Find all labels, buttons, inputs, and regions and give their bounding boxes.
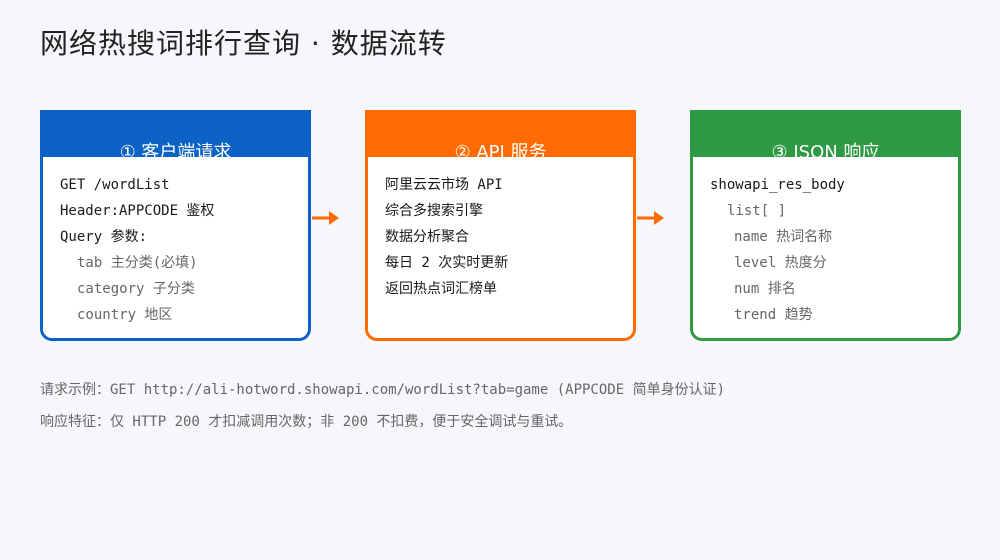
- api-service-card: ② API 服务 阿里云云市场 API 综合多搜索引擎 数据分析聚合 每日 2 …: [365, 110, 636, 341]
- json-response-card: ③ JSON 响应 showapi_res_body list[ ] name …: [690, 110, 961, 341]
- service-line-update: 每日 2 次实时更新: [385, 255, 509, 271]
- client-request-header: ① 客户端请求: [43, 113, 308, 157]
- request-example-note: 请求示例：GET http://ali-hotword.showapi.com/…: [40, 382, 726, 398]
- response-field-level: level 热度分: [734, 255, 827, 271]
- page-title: 网络热搜词排行查询 · 数据流转: [40, 27, 447, 60]
- json-response-header: ③ JSON 响应: [693, 113, 958, 157]
- service-line-engines: 综合多搜索引擎: [385, 203, 483, 219]
- client-request-body: GET /wordList Header:APPCODE 鉴权 Query 参数…: [43, 157, 308, 338]
- response-feature-note: 响应特征：仅 HTTP 200 才扣减调用次数；非 200 不扣费，便于安全调试…: [40, 414, 573, 430]
- api-service-body: 阿里云云市场 API 综合多搜索引擎 数据分析聚合 每日 2 次实时更新 返回热…: [368, 157, 633, 338]
- response-line-body: showapi_res_body: [710, 177, 845, 193]
- request-param-category: category 子分类: [77, 281, 195, 297]
- request-param-country: country 地区: [77, 307, 173, 323]
- service-line-analysis: 数据分析聚合: [385, 229, 469, 245]
- arrow-right-icon: [312, 211, 339, 225]
- response-field-num: num 排名: [734, 281, 796, 297]
- request-param-tab: tab 主分类(必填): [77, 255, 198, 271]
- request-line-endpoint: GET /wordList: [60, 177, 170, 193]
- client-request-card: ① 客户端请求 GET /wordList Header:APPCODE 鉴权 …: [40, 110, 311, 341]
- response-line-list: list[ ]: [727, 203, 787, 219]
- request-line-header: Header:APPCODE 鉴权: [60, 203, 215, 219]
- service-line-market: 阿里云云市场 API: [385, 177, 503, 193]
- response-field-trend: trend 趋势: [734, 307, 813, 323]
- json-response-body: showapi_res_body list[ ] name 热词名称 level…: [693, 157, 958, 338]
- service-line-return: 返回热点词汇榜单: [385, 281, 497, 297]
- response-field-name: name 热词名称: [734, 229, 833, 245]
- api-service-header: ② API 服务: [368, 113, 633, 157]
- request-line-query: Query 参数:: [60, 229, 148, 245]
- arrow-right-icon: [637, 211, 664, 225]
